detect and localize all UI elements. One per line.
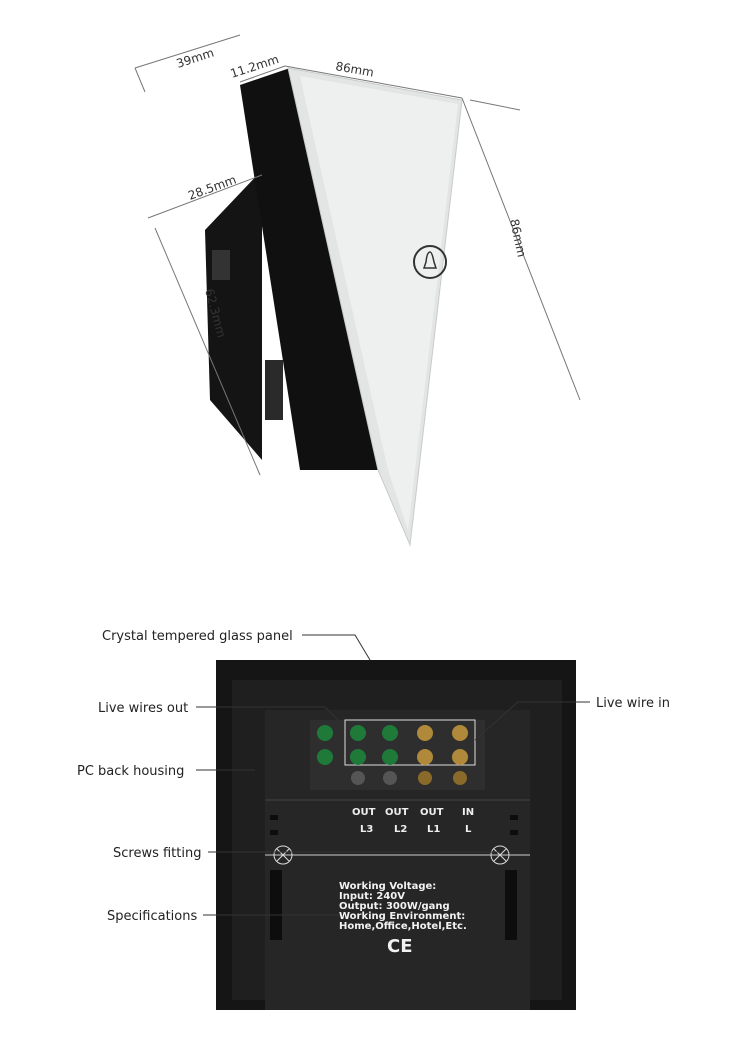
terminal-label-out-l1: OUT (420, 807, 444, 818)
back-view: OUT OUT OUT IN L3 L2 L1 L Working Voltag… (216, 660, 576, 1010)
frame-side (240, 68, 380, 470)
spec-line: Home,Office,Hotel,Etc. (339, 921, 467, 932)
screw-hole-right-icon (490, 845, 510, 865)
dim-back-depth: 28.5mm (186, 173, 238, 203)
screw-hole-left-icon (273, 845, 293, 865)
callout-live-wires-out: Live wires out (98, 701, 188, 716)
terminal-label-in: IN (462, 807, 474, 818)
side-view (205, 67, 463, 547)
spec-line: Input: 240V (339, 891, 405, 902)
dimension-lines (134, 34, 581, 476)
callout-screws-fitting: Screws fitting (113, 846, 201, 861)
terminal-label-out-l3: OUT (352, 807, 376, 818)
ce-mark: CE (387, 936, 413, 957)
dim-height: 86mm (507, 218, 529, 259)
callout-pc-back-housing: PC back housing (77, 764, 184, 779)
terminal-label-l1: L1 (427, 824, 440, 835)
spec-line: Output: 300W/gang (339, 901, 450, 912)
callout-specifications: Specifications (107, 909, 197, 924)
terminal-block (317, 719, 476, 785)
terminal-label-out-l2: OUT (385, 807, 409, 818)
dim-width: 86mm (334, 59, 375, 79)
spec-line: Working Environment: (339, 911, 465, 922)
back-box (205, 170, 262, 460)
callout-glass-panel: Crystal tempered glass panel (102, 629, 293, 644)
terminal-label-l3: L3 (360, 824, 373, 835)
callout-live-wire-in: Live wire in (596, 696, 670, 711)
spec-line: Working Voltage: (339, 881, 436, 892)
callout-lines (196, 634, 590, 916)
spec-label: Working Voltage: Input: 240V Output: 300… (339, 881, 467, 957)
terminal-label-l2: L2 (394, 824, 407, 835)
terminal-label-l: L (465, 824, 472, 835)
bell-touch-icon (413, 245, 447, 279)
